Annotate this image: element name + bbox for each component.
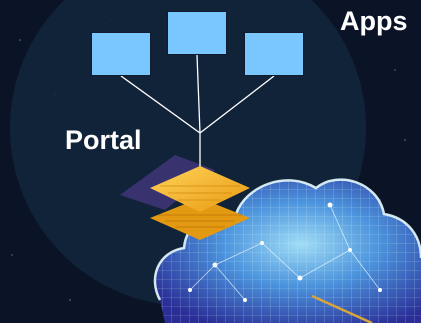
apps-label: Apps [340,6,408,36]
app-box-right [244,32,304,76]
portal-label: Portal [65,125,142,155]
light-streak [311,294,373,323]
stacked-layers-icon [150,166,250,240]
connector-lines [120,54,275,168]
app-box-left [91,32,151,76]
app-box-center [167,11,227,55]
